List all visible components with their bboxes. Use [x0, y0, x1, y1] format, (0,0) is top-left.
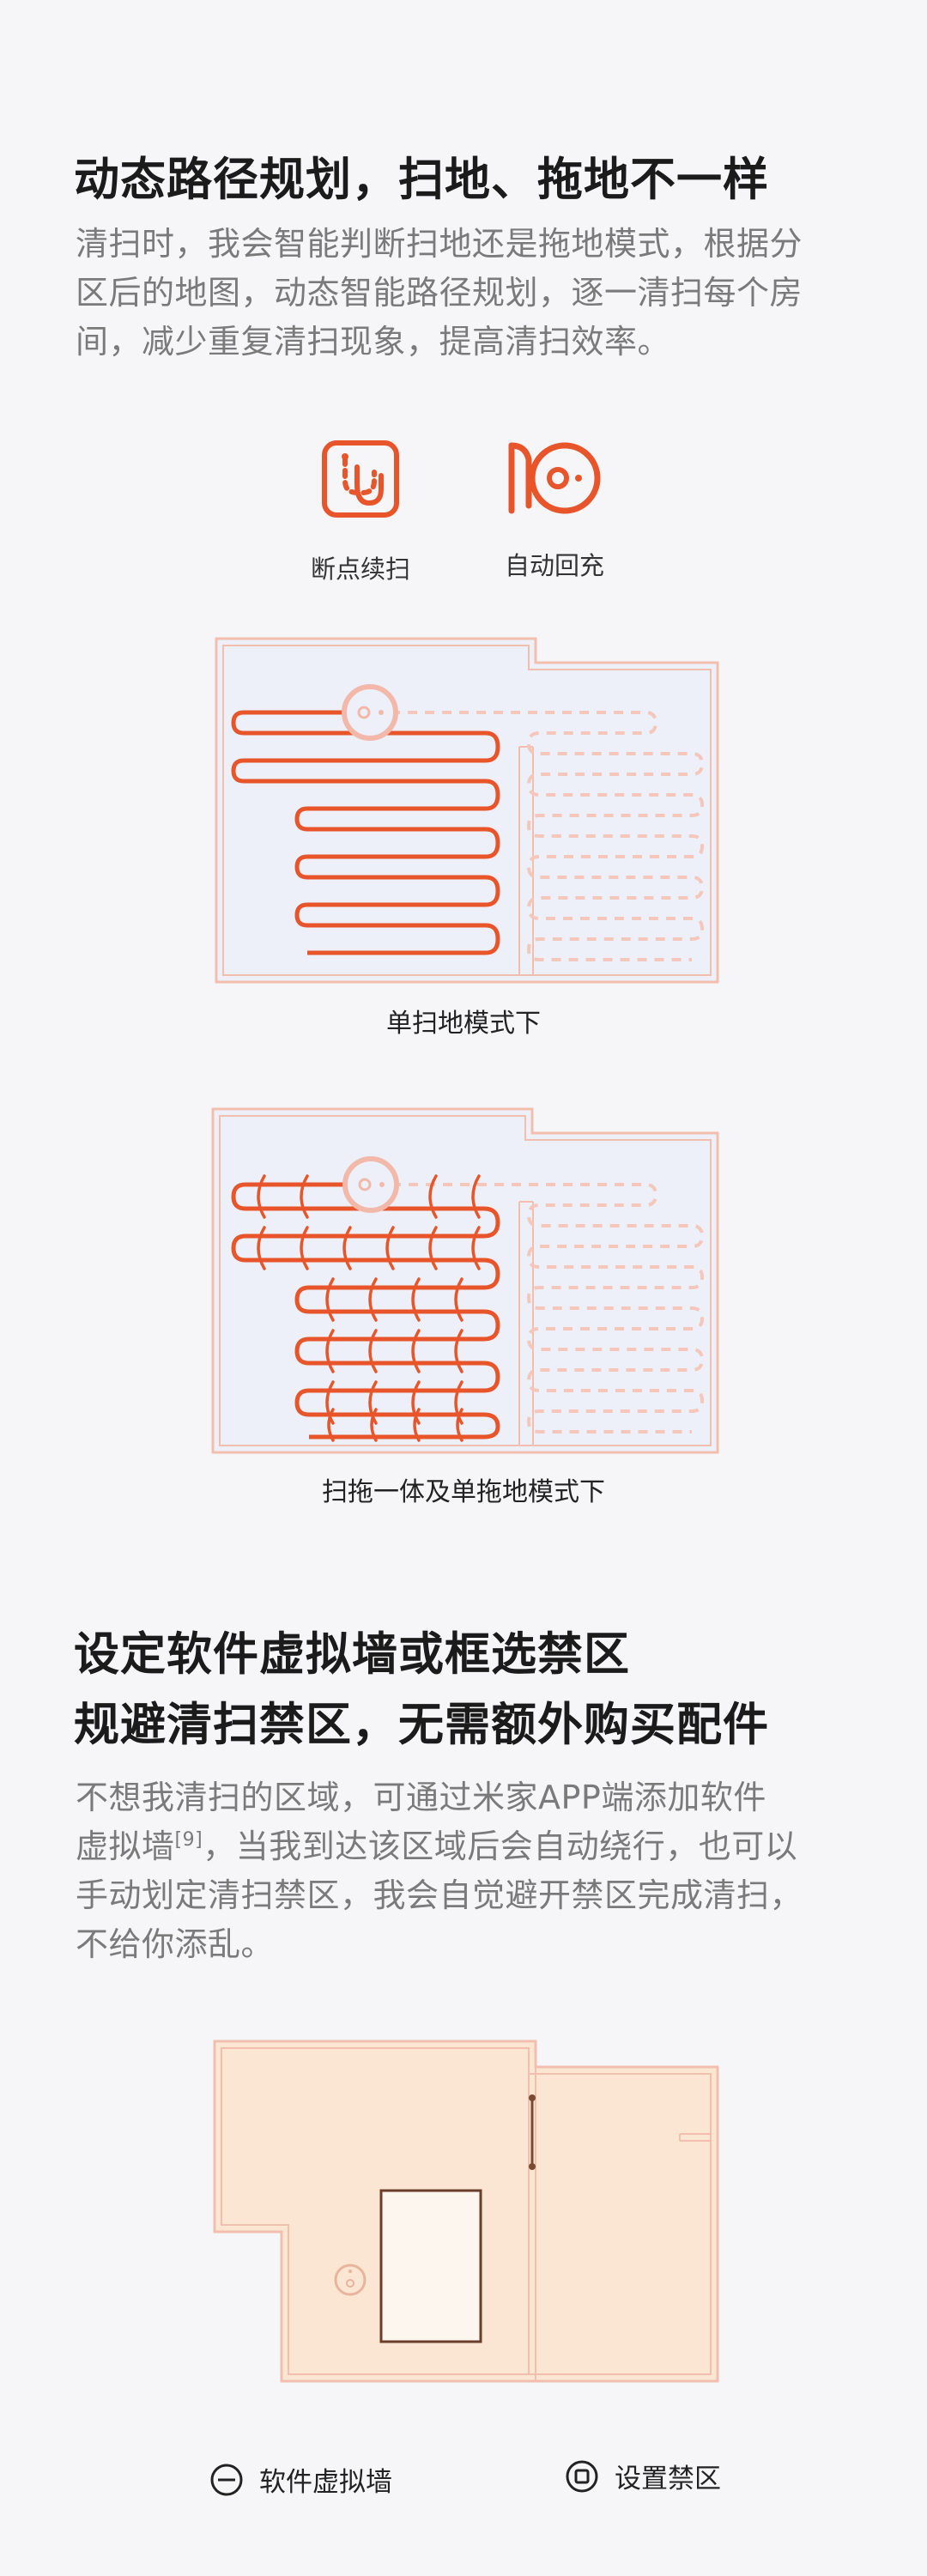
section2-title-line2: 规避清扫禁区，无需额外购买配件: [74, 1699, 769, 1751]
section2-title-line1: 设定软件虚拟墙或框选禁区: [74, 1628, 630, 1681]
auto-recharge-icon: [505, 433, 604, 519]
map-sweep-only: [215, 637, 721, 985]
map1-caption: 单扫地模式下: [386, 1009, 541, 1039]
section1-description: 清扫时，我会智能判断扫地还是拖地模式，根据分 区后的地图，动态智能路径规划，逐一…: [76, 220, 865, 367]
feature-label-breakpoint-resume: 断点续扫: [310, 555, 410, 584]
map2-caption: 扫拖一体及单拖地模式下: [322, 1477, 605, 1507]
desc-text: ，当我到达该区域后会自动绕行，也可以: [203, 1827, 798, 1865]
section2-desc-line: 虚拟墙[9]，当我到达该区域后会自动绕行，也可以: [76, 1822, 865, 1871]
no-go-zone-icon: [565, 2459, 599, 2494]
section2-desc-line: 手动划定清扫禁区，我会自觉避开禁区完成清扫，: [76, 1876, 803, 1914]
section2-description: 不想我清扫的区域，可通过米家APP端添加软件 虚拟墙[9]，当我到达该区域后会自…: [76, 1773, 865, 1969]
legend-label: 设置禁区: [615, 2464, 721, 2494]
section1-desc-line: 区后的地图，动态智能路径规划，逐一清扫每个房: [76, 274, 803, 312]
map-virtual-wall: [213, 2040, 721, 2385]
section1-desc-line: 清扫时，我会智能判断扫地还是拖地模式，根据分: [76, 225, 803, 263]
section1-desc-line: 间，减少重复清扫现象，提高清扫效率。: [76, 323, 671, 361]
section2-desc-line: 不想我清扫的区域，可通过米家APP端添加软件: [76, 1779, 766, 1816]
section2-desc-line: 不给你添乱。: [76, 1925, 275, 1963]
legend-label: 软件虚拟墙: [259, 2467, 392, 2498]
legend-virtual-wall: 软件虚拟墙: [209, 2460, 392, 2499]
breakpoint-resume-icon: [319, 438, 402, 520]
feature-label-auto-recharge: 自动回充: [504, 551, 604, 580]
desc-text: 虚拟墙: [76, 1827, 175, 1865]
footnote-ref: [9]: [174, 1829, 203, 1851]
legend-no-go-zone: 设置禁区: [565, 2457, 721, 2495]
map-sweep-mop: [211, 1107, 721, 1456]
section1-title: 动态路径规划，扫地、拖地不一样: [74, 154, 769, 206]
virtual-wall-icon: [209, 2463, 244, 2497]
